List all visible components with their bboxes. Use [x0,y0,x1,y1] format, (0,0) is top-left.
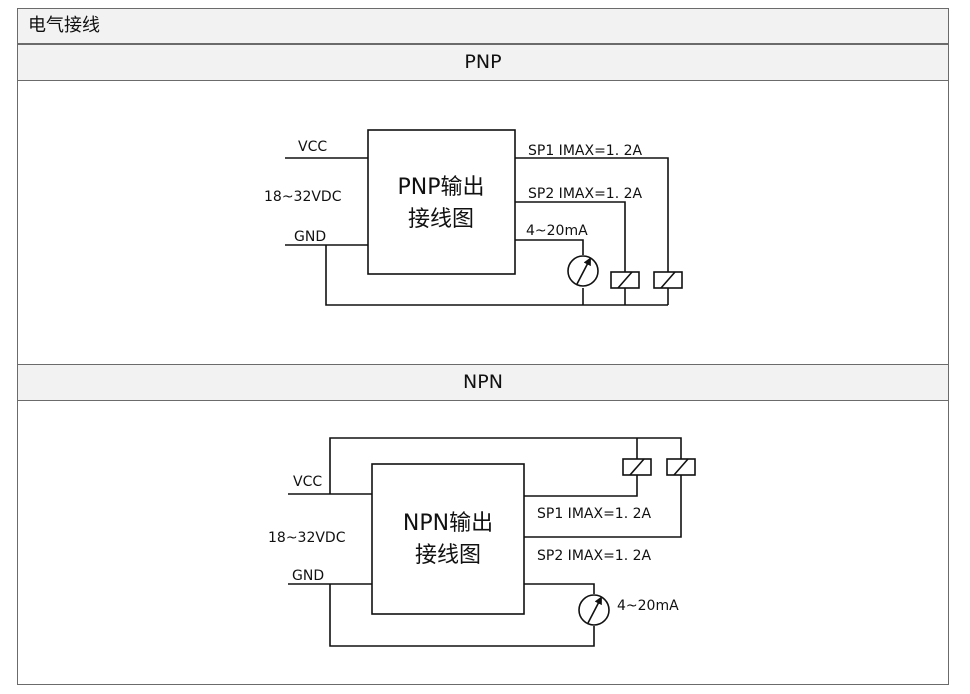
npn-relay-sp1 [622,458,652,476]
pnp-output-box [367,129,516,275]
npn-section-title: NPN [18,364,948,401]
pnp-ammeter [567,255,599,287]
npn-gnd-label: GND [292,568,324,584]
table-header: 电气接线 [18,9,948,44]
wiring-table: 电气接线 PNP NPN [17,8,949,685]
pnp-analog-label: 4~20mA [526,223,588,239]
pnp-gnd-label: GND [294,229,326,245]
pnp-supply-label: 18~32VDC [264,189,342,205]
npn-vcc-label: VCC [293,474,322,490]
npn-sp1-label: SP1 IMAX=1. 2A [537,506,652,522]
npn-relay-sp2 [666,458,696,476]
npn-ammeter [578,594,610,626]
npn-ground-bus [329,584,595,647]
npn-supply-label: 18~32VDC [268,530,346,546]
pnp-ground-bus [325,245,668,306]
pnp-relay-sp2 [610,271,640,305]
pnp-section-title: PNP [18,44,948,81]
npn-vcc-bus [329,437,682,494]
pnp-vcc-label: VCC [298,139,327,155]
npn-box-label-2: 接线图 [415,543,481,568]
npn-sp2-wire [524,475,682,538]
pnp-sp2-wire [515,201,626,272]
npn-analog-wire [524,583,595,594]
pnp-box-label-1: PNP输出 [398,175,485,200]
pnp-diagram [285,129,683,306]
npn-box-label-1: NPN输出 [403,511,493,536]
pnp-sp1-wire [515,157,669,272]
pnp-sp1-label: SP1 IMAX=1. 2A [528,143,643,159]
npn-sp1-wire [524,475,638,497]
npn-sp2-label: SP2 IMAX=1. 2A [537,548,652,564]
npn-analog-label: 4~20mA [617,598,679,614]
npn-output-box [371,463,525,615]
pnp-labels: PNP输出 接线图 VCC 18~32VDC GND SP1 IMAX=1. 2… [264,139,643,245]
npn-diagram [288,437,696,647]
npn-labels: NPN输出 接线图 VCC 18~32VDC GND SP1 IMAX=1. 2… [268,474,679,614]
pnp-box-label-2: 接线图 [408,207,474,232]
pnp-sp2-label: SP2 IMAX=1. 2A [528,186,643,202]
pnp-analog-wire [515,239,584,255]
pnp-relay-sp1 [653,271,683,305]
